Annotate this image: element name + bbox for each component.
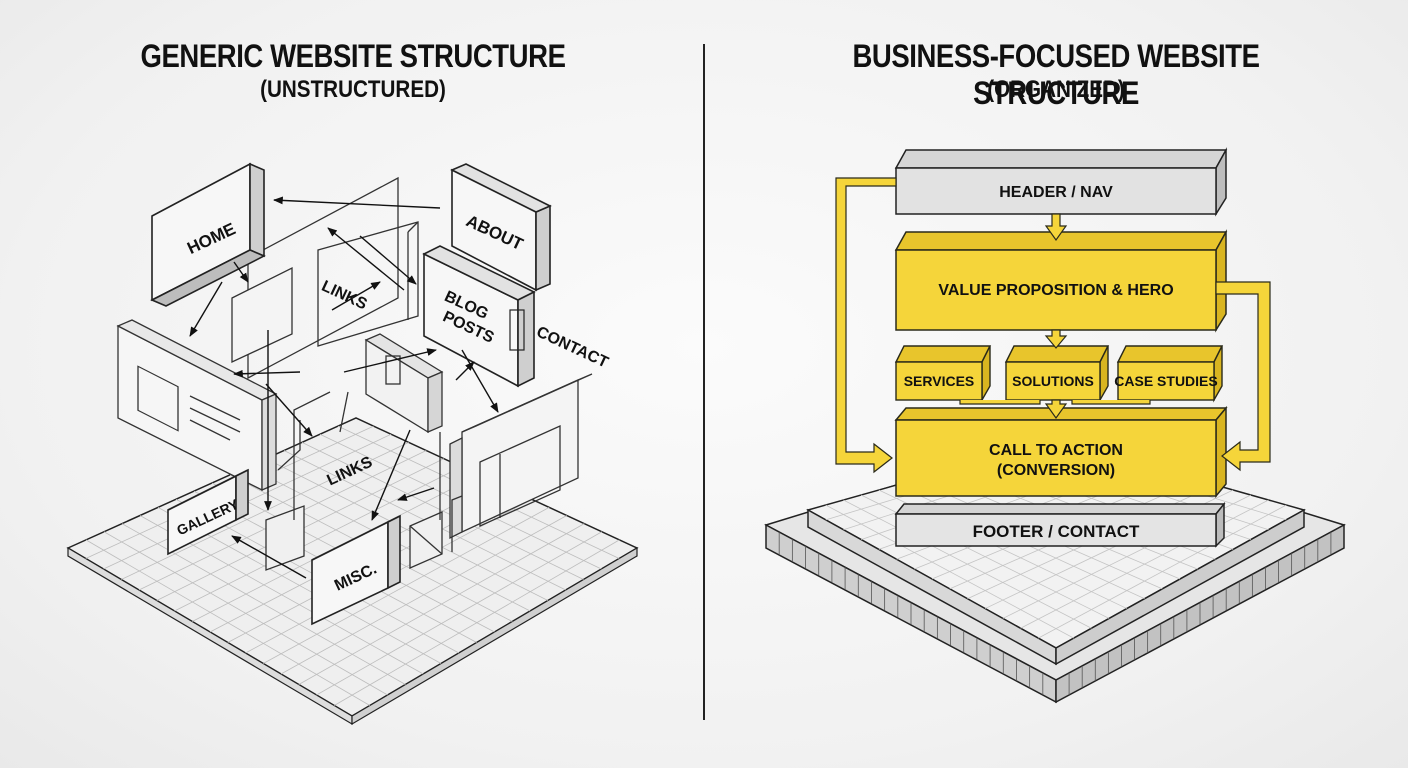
solutions-block: SOLUTIONS xyxy=(1004,345,1110,403)
footer-label: FOOTER / CONTACT xyxy=(973,522,1140,541)
flow-arrows xyxy=(835,177,1271,474)
contact-label: CONTACT xyxy=(534,324,611,372)
left-wireframe-panels xyxy=(116,176,593,571)
services-block: SERVICES xyxy=(894,345,992,403)
home-box: HOME xyxy=(150,162,266,307)
cta-label-line1: CALL TO ACTION xyxy=(989,442,1123,459)
right-title: BUSINESS-FOCUSED WEBSITE STRUCTURE xyxy=(852,38,1260,111)
case-studies-label: CASE STUDIES xyxy=(1114,373,1217,389)
header-nav-label: HEADER / NAV xyxy=(999,184,1113,201)
links-label-top: LINKS xyxy=(319,278,370,314)
value-prop-block: VALUE PROPOSITION & HERO xyxy=(894,229,1228,333)
left-title: GENERIC WEBSITE STRUCTURE xyxy=(140,38,566,74)
center-divider xyxy=(703,44,705,720)
tangled-arrows xyxy=(189,196,499,579)
solutions-label: SOLUTIONS xyxy=(1012,373,1094,389)
footer-block: FOOTER / CONTACT xyxy=(894,501,1226,548)
cta-block: CALL TO ACTION (CONVERSION) xyxy=(894,405,1228,499)
right-subtitle: (ORGANIZED) xyxy=(987,76,1125,103)
right-return-arrow xyxy=(1215,281,1271,472)
blog-box: BLOG POSTS xyxy=(422,245,536,388)
header-nav-block: HEADER / NAV xyxy=(894,147,1228,217)
misc-box: MISC. xyxy=(311,514,401,626)
left-diagram: HOME ABOUT BLOG POSTS LINKS CONTACT LINK… xyxy=(66,162,639,726)
case-studies-block: CASE STUDIES xyxy=(1114,345,1224,403)
services-label: SERVICES xyxy=(904,373,975,389)
right-diagram: FOOTER / CONTACT HEADER / NAV VALUE PROP… xyxy=(764,147,1346,704)
left-subtitle: (UNSTRUCTURED) xyxy=(260,76,446,103)
cta-label-line2: (CONVERSION) xyxy=(997,462,1115,479)
left-return-arrow xyxy=(835,177,897,474)
about-box: ABOUT xyxy=(450,163,552,292)
value-prop-label: VALUE PROPOSITION & HERO xyxy=(938,282,1173,299)
